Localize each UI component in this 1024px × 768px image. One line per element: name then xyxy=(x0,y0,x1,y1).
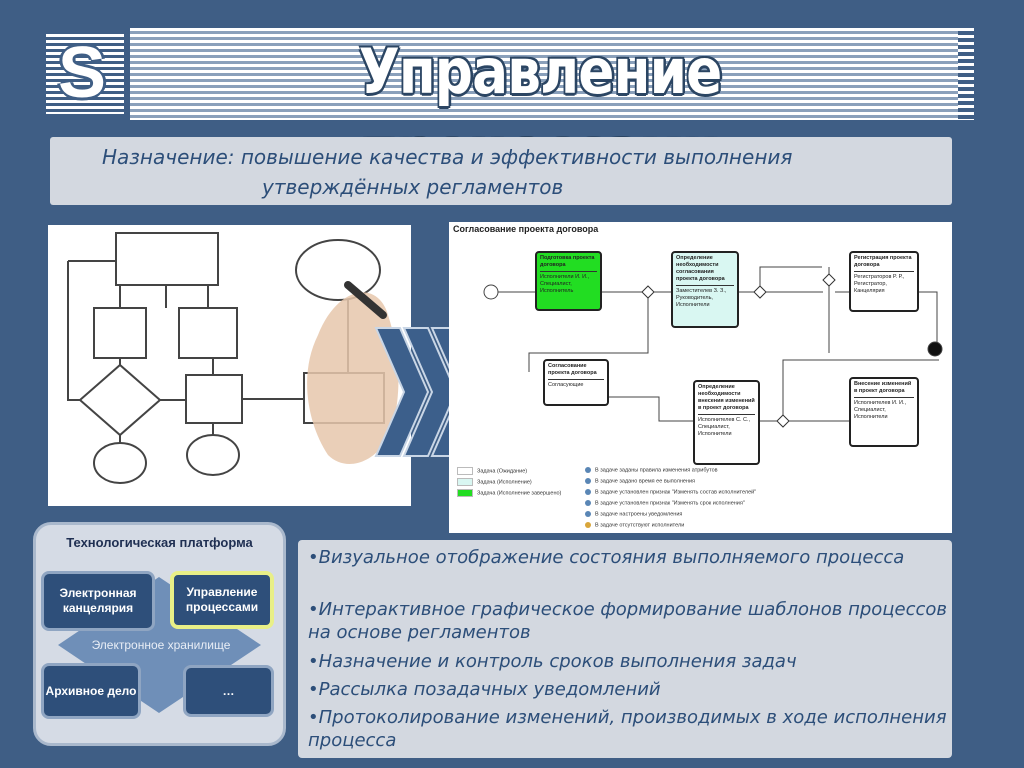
feature-item-3: •Назначение и контроль сроков выполнения… xyxy=(308,651,797,672)
process-management-button[interactable]: Управление процессами xyxy=(170,571,274,629)
legend-icon-no-performers: В задаче отсутствуют исполнители xyxy=(585,522,684,528)
platform-panel: Технологическая платформа Электронная ка… xyxy=(33,522,286,746)
swatch-done xyxy=(457,489,473,497)
feature-item-5: •Протоколирование изменений, производимы… xyxy=(308,707,947,751)
node-title: Внесение изменений в проект договора xyxy=(854,381,914,398)
clock-icon xyxy=(585,478,591,484)
legend-label: Задача (Исполнение завершено) xyxy=(477,490,562,497)
header-stripes xyxy=(40,28,974,120)
legend-icon-notifications: В задаче настроены уведомления xyxy=(585,511,682,517)
platform-title: Технологическая платформа xyxy=(66,535,253,550)
logo: S xyxy=(40,28,130,120)
legend-label: Задача (Ожидание) xyxy=(477,468,528,475)
node-title: Определение необходимости согласования п… xyxy=(676,255,734,286)
node-body: Регистраторов Р. Р., Регистратор, Канцел… xyxy=(854,274,905,294)
feature-item-1: •Визуальное отображение состояния выполн… xyxy=(308,547,905,568)
deadline-icon xyxy=(585,500,591,506)
purpose-line-2: утверждённых регламентов xyxy=(262,175,564,199)
legend-label: В задаче установлен признак "Изменять ср… xyxy=(595,500,745,507)
node-title: Подготовка проекта договора xyxy=(540,255,597,272)
features-list: •Визуальное отображение состояния выполн… xyxy=(298,540,952,758)
logo-letter: S xyxy=(57,33,107,113)
node-title: Регистрация проекта договора xyxy=(854,255,914,272)
node-body: Согласующие xyxy=(548,382,584,388)
electronic-storage-label: Электронное хранилище xyxy=(91,638,231,652)
node-title: Согласование проекта договора xyxy=(548,363,604,380)
users-icon xyxy=(585,489,591,495)
diagram-node-2[interactable]: Определение необходимости согласования п… xyxy=(671,251,739,328)
archive-button[interactable]: Архивное дело xyxy=(41,663,141,719)
legend-state-active: Задача (Исполнение) xyxy=(457,478,532,486)
diagram-title: Согласование проекта договора xyxy=(453,224,599,234)
legend-icon-performers: В задаче установлен признак "Изменять со… xyxy=(585,489,756,495)
legend-label: В задаче заданы правила изменения атрибу… xyxy=(595,467,718,474)
envelope-icon xyxy=(585,511,591,517)
diagram-node-6[interactable]: Внесение изменений в проект договора Исп… xyxy=(849,377,919,447)
purpose-line-1: Назначение: повышение качества и эффекти… xyxy=(102,145,793,169)
page-title: Управление процессами xyxy=(358,35,723,188)
node-body: Исполнителев И. И., Специалист, Исполнит… xyxy=(854,400,907,420)
diagram-node-3[interactable]: Регистрация проекта договора Регистратор… xyxy=(849,251,919,312)
swatch-active xyxy=(457,478,473,486)
flowchart-sketch-image xyxy=(48,225,411,506)
more-button[interactable]: … xyxy=(183,665,274,717)
node-body: Заместителев З. З., Руководитель, Исполн… xyxy=(676,288,727,308)
node-body: Исполнителев С. С., Специалист, Исполнит… xyxy=(698,417,751,437)
legend-icon-attributes: В задаче заданы правила изменения атрибу… xyxy=(585,467,718,473)
node-title: Определение необходимости внесения измен… xyxy=(698,384,755,415)
header-right-stripe xyxy=(958,28,974,120)
legend-label: В задаче отсутствуют исполнители xyxy=(595,522,685,529)
legend-state-waiting: Задача (Ожидание) xyxy=(457,467,527,475)
diagram-connectors xyxy=(483,266,943,428)
warning-user-icon xyxy=(585,522,591,528)
attributes-icon xyxy=(585,467,591,473)
swatch-waiting xyxy=(457,467,473,475)
node-body: Исполнители И. И., Специалист, Исполните… xyxy=(540,274,590,294)
legend-label: В задаче настроены уведомления xyxy=(595,511,683,518)
legend-icon-time: В задаче задано время ее выполнения xyxy=(585,478,695,484)
feature-item-2: •Интерактивное графическое формирование … xyxy=(308,599,948,643)
purpose-box: Назначение: повышение качества и эффекти… xyxy=(50,137,952,205)
diagram-node-1[interactable]: Подготовка проекта договора Исполнители … xyxy=(535,251,602,311)
legend-state-done: Задача (Исполнение завершено) xyxy=(457,489,561,497)
process-diagram[interactable]: Согласование проекта договора Подготовка… xyxy=(449,222,952,533)
logo-stripes xyxy=(46,34,124,114)
electronic-office-button[interactable]: Электронная канцелярия xyxy=(41,571,155,631)
diagram-node-5[interactable]: Определение необходимости внесения измен… xyxy=(693,380,760,465)
feature-item-4: •Рассылка позадачных уведомлений xyxy=(308,679,661,700)
legend-label: В задаче задано время ее выполнения xyxy=(595,478,696,485)
diagram-node-4[interactable]: Согласование проекта договора Согласующи… xyxy=(543,359,609,406)
legend-label: В задаче установлен признак "Изменять со… xyxy=(595,489,757,496)
legend-icon-deadline: В задаче установлен признак "Изменять ср… xyxy=(585,500,745,506)
flowchart-sketch-drawing xyxy=(67,232,399,484)
legend-label: Задача (Исполнение) xyxy=(477,479,532,486)
